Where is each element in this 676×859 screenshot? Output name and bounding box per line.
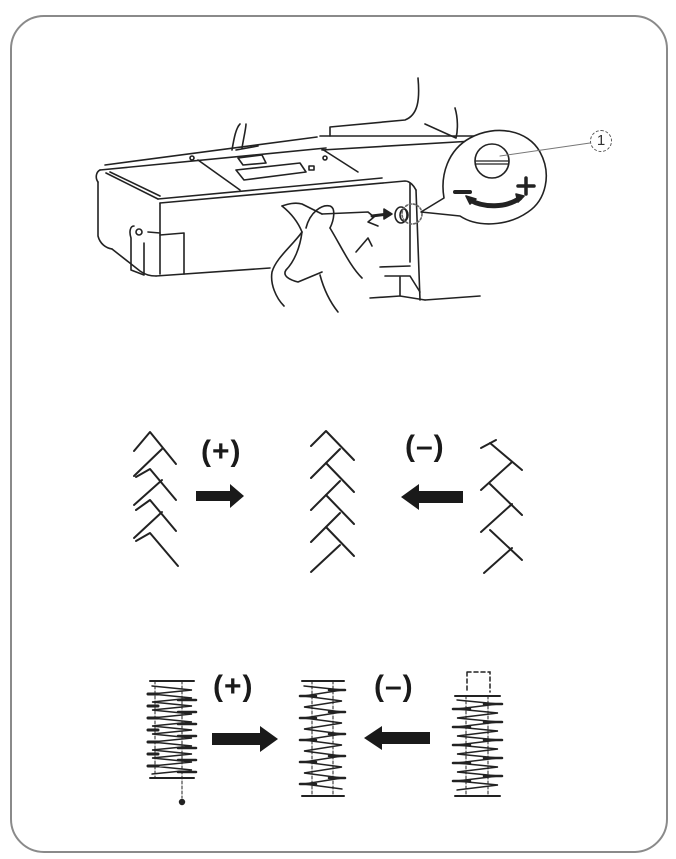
plus-label-buttonhole: (+) [213,670,254,703]
minus-label-buttonhole: (–) [374,670,414,703]
arrow-right-icon [212,726,278,752]
stitch-balanced [310,430,355,573]
buttonhole-balanced [298,680,347,797]
arrow-left-icon [401,484,463,510]
buttonhole-right-short [451,671,504,797]
page-border [10,15,668,853]
minus-label-stretch: (–) [405,430,445,463]
sewing-machine-illustration [95,77,591,313]
callout-number-1: 1 [590,130,612,152]
buttonhole-left-short [146,680,198,806]
arrow-left-icon [364,726,430,750]
stitch-stretched [480,439,523,574]
plus-label-stretch: (+) [201,435,242,468]
arrow-right-icon [196,484,244,508]
stitch-compressed [133,431,179,567]
